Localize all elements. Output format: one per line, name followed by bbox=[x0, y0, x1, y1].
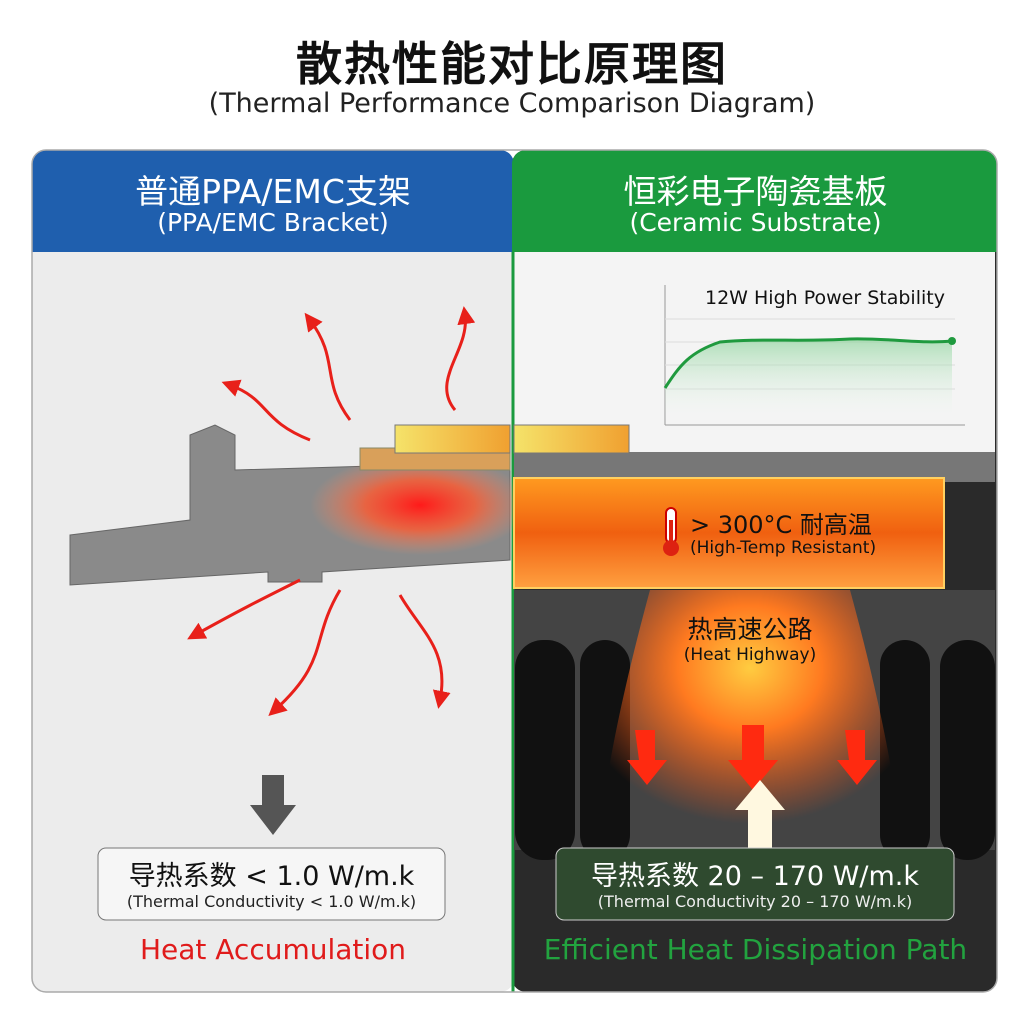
led-chip-left bbox=[394, 424, 511, 454]
left-conductivity-box bbox=[97, 847, 446, 921]
right-header-cn: 恒彩电子陶瓷基板 bbox=[623, 172, 888, 211]
left-result: Heat Accumulation bbox=[139, 933, 407, 966]
left-header-en: (PPA/EMC Bracket) bbox=[157, 208, 389, 237]
left-header-cn: 普通PPA/EMC支架 bbox=[135, 172, 411, 211]
left-conductivity-en: (Thermal Conductivity < 1.0 W/m.k) bbox=[126, 892, 417, 911]
heat-spot bbox=[310, 455, 530, 555]
right-conductivity-cn: 导热系数 20 – 170 W/m.k bbox=[590, 861, 920, 892]
up-arrow-icon bbox=[735, 780, 785, 850]
right-header-en: (Ceramic Substrate) bbox=[629, 208, 882, 237]
chart-label: 12W High Power Stability bbox=[705, 287, 945, 309]
heat-highway-en: (Heat Highway) bbox=[683, 645, 817, 665]
page-title: 散热性能对比原理图 bbox=[296, 37, 728, 91]
down-arrow-icon bbox=[250, 775, 296, 835]
right-conductivity-en: (Thermal Conductivity 20 – 170 W/m.k) bbox=[597, 892, 913, 911]
stability-chart bbox=[663, 285, 965, 426]
down-arrow-icon bbox=[627, 725, 877, 790]
thermometer-icon bbox=[663, 507, 679, 556]
heat-highway-glow bbox=[600, 590, 900, 850]
ceramic-substrate bbox=[513, 477, 945, 589]
page-subtitle: (Thermal Performance Comparison Diagram) bbox=[208, 88, 816, 119]
left-conductivity-cn: 导热系数 < 1.0 W/m.k bbox=[128, 861, 415, 892]
right-conductivity-box bbox=[555, 847, 955, 921]
right-result: Efficient Heat Dissipation Path bbox=[543, 933, 968, 966]
temp-rating-cn: > 300°C 耐高温 bbox=[690, 511, 872, 539]
heat-highway-cn: 热高速公路 bbox=[687, 615, 813, 644]
chart-line bbox=[663, 337, 953, 389]
heat-arrow-icon bbox=[187, 306, 476, 717]
led-chip-right bbox=[513, 424, 630, 454]
chart-endpoint bbox=[948, 337, 956, 345]
temp-rating-en: (High-Temp Resistant) bbox=[690, 538, 877, 558]
